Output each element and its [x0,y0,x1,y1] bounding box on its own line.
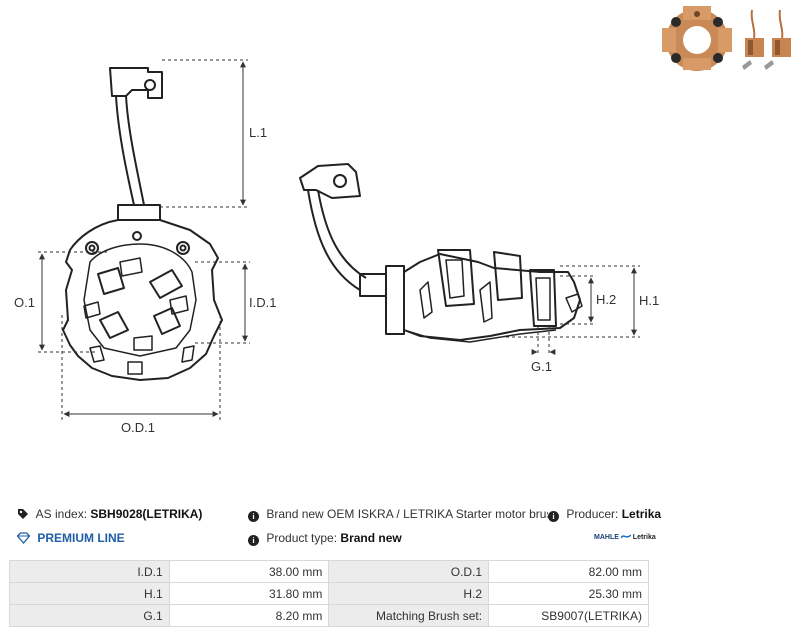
spec-key: H.2 [328,582,490,605]
table-row: G.1 8.20 mm Matching Brush set: SB9007(L… [9,604,649,627]
info-icon: i [548,511,559,522]
spec-key: Matching Brush set: [328,604,490,627]
as-index-label: AS index: [35,507,88,521]
technical-drawing: L.1 O.1 I.D.1 O.D.1 H.1 H.2 G.1 [14,6,791,435]
diamond-icon [17,532,30,544]
mahle-letrika-logo: MAHLE Letrika [594,533,656,541]
as-index-row: AS index: SBH9028(LETRIKA) [17,507,202,521]
dim-label-g1: G.1 [531,359,552,374]
product-type-label: Product type: [266,531,338,545]
brand-logo-left: MAHLE [594,534,619,541]
front-view-drawing [62,67,223,381]
table-row: H.1 31.80 mm H.2 25.30 mm [9,582,649,605]
producer-row: i Producer: Letrika [548,507,662,522]
specs-table: I.D.1 38.00 mm O.D.1 82.00 mm H.1 31.80 … [9,560,649,627]
side-view-dimensions [500,265,640,356]
spec-value: 8.20 mm [168,604,330,627]
premium-line-badge: PREMIUM LINE [17,531,125,545]
info-icon: i [248,511,259,522]
as-index-value: SBH9028(LETRIKA) [90,507,203,521]
spec-key: G.1 [9,604,170,627]
premium-line-label: PREMIUM LINE [37,531,125,545]
table-row: I.D.1 38.00 mm O.D.1 82.00 mm [9,560,649,583]
product-type-value: Brand new [340,531,402,545]
spec-key: I.D.1 [9,560,170,583]
dim-label-l1: L.1 [249,125,267,140]
spec-key: O.D.1 [328,560,490,583]
dim-label-h2: H.2 [596,292,616,307]
dim-label-h1: H.1 [639,293,659,308]
spec-key: H.1 [9,582,170,605]
dim-label-id1: I.D.1 [249,295,276,310]
info-icon: i [248,535,259,546]
letrika-wave-icon [620,534,632,539]
spec-value: SB9007(LETRIKA) [488,604,649,627]
spec-value: 31.80 mm [168,582,330,605]
product-description: Brand new OEM ISKRA / LETRIKA Starter mo… [266,507,548,521]
product-photo-brushes [742,9,791,70]
product-photo-brush-holder [662,6,732,71]
dim-label-od1: O.D.1 [121,420,155,435]
spec-value: 25.30 mm [488,582,649,605]
spec-value: 38.00 mm [168,560,330,583]
tag-icon [18,509,28,519]
side-view-drawing [299,163,583,343]
producer-value: Letrika [621,507,662,521]
dim-label-o1: O.1 [14,295,35,310]
producer-label: Producer: [566,507,619,521]
front-view-dimensions [38,59,250,420]
spec-value: 82.00 mm [488,560,649,583]
description-row: i Brand new OEM ISKRA / LETRIKA Starter … [248,507,548,522]
product-type-row: i Product type: Brand new [248,531,402,546]
brand-logo-right: Letrika [632,534,656,541]
